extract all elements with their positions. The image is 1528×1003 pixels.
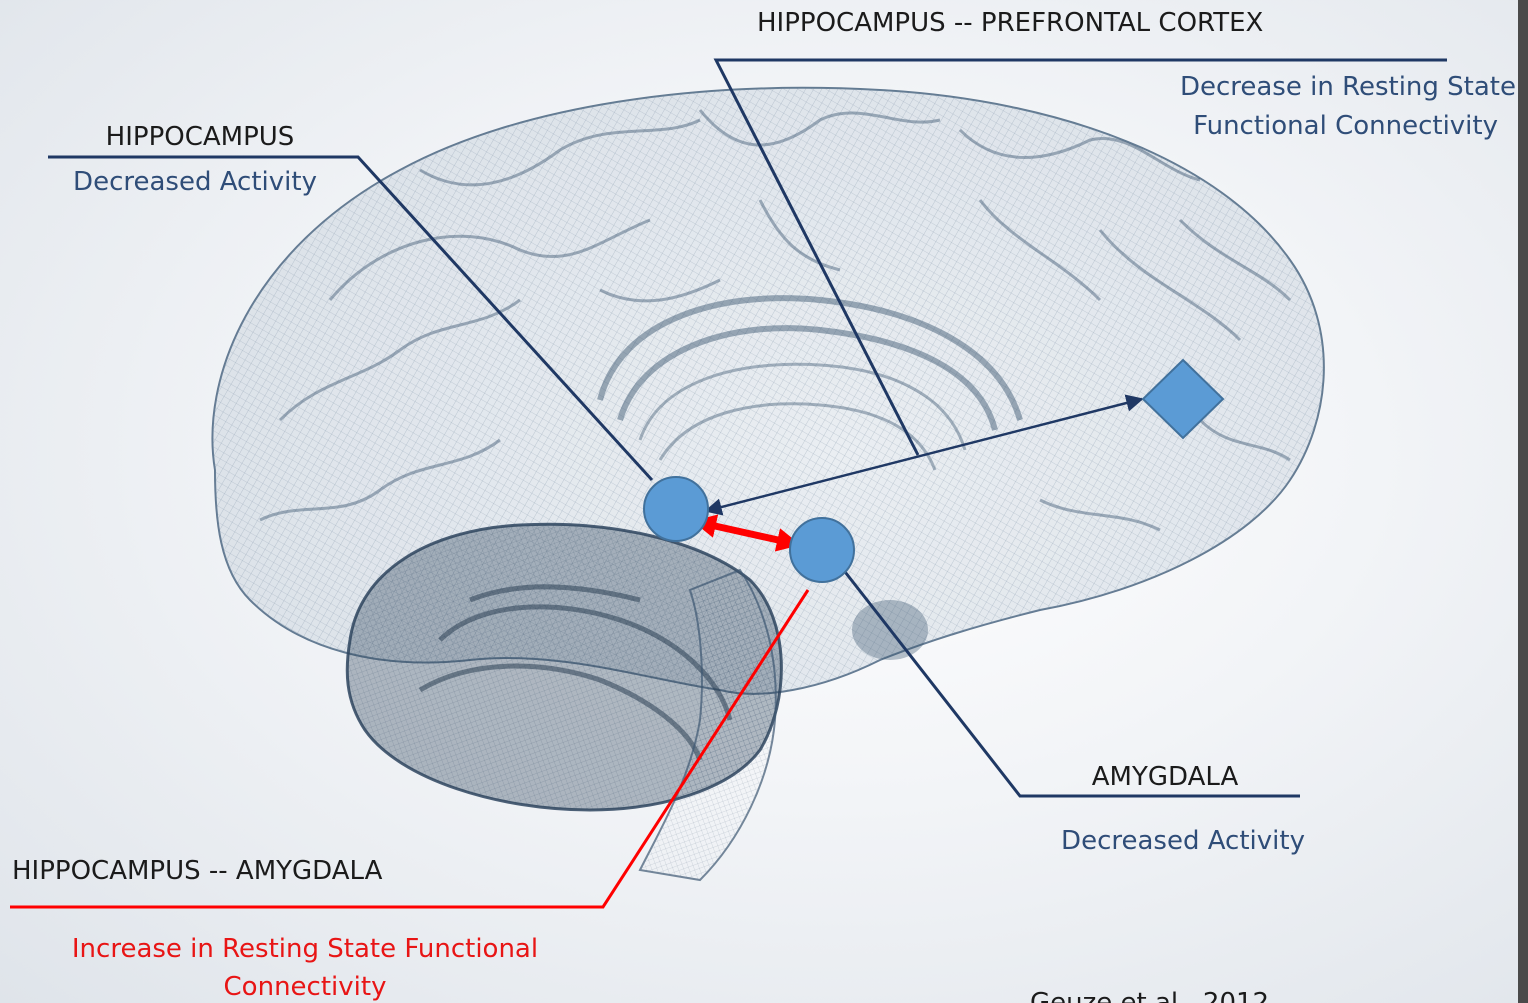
hippocampus-node — [644, 477, 708, 541]
citation: Geuze et al., 2012 — [1030, 984, 1269, 1003]
hpc-pfc-title: HIPPOCAMPUS -- PREFRONTAL CORTEX — [757, 4, 1263, 42]
hippocampus-title: HIPPOCAMPUS — [48, 118, 352, 156]
hpc-amy-desc-line2: Connectivity — [20, 968, 590, 1003]
amygdala-title: AMYGDALA — [1030, 758, 1300, 796]
hpc-amy-title: HIPPOCAMPUS -- AMYGDALA — [12, 852, 382, 890]
right-edge-bar — [1518, 0, 1528, 1003]
hpc-pfc-desc-line1: Decrease in Resting State — [1050, 68, 1516, 106]
amygdala-node — [790, 518, 854, 582]
amygdala-desc: Decreased Activity — [1020, 822, 1346, 860]
hpc-amy-desc-line1: Increase in Resting State Functional — [20, 930, 590, 968]
hpc-pfc-desc-line2: Functional Connectivity — [1050, 107, 1498, 145]
hippocampus-desc: Decreased Activity — [40, 163, 350, 201]
